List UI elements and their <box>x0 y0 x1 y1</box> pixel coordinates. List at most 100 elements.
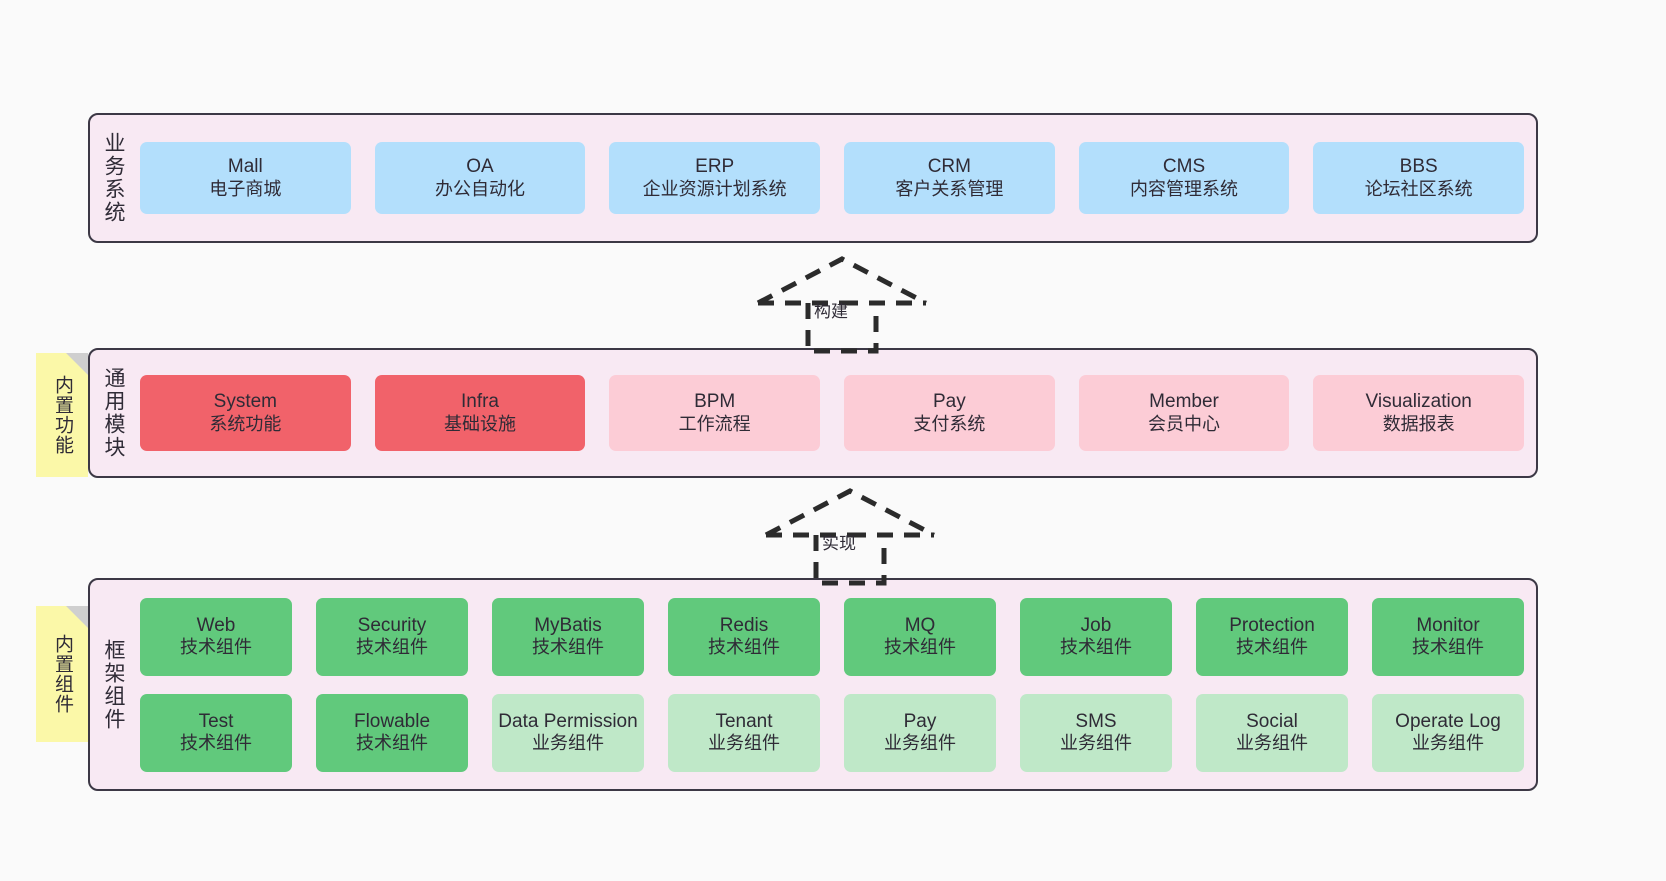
node-cms-cn: 内容管理系统 <box>1130 178 1239 199</box>
connector-implement: 实现 <box>760 487 940 586</box>
node-redis-cn: 技术组件 <box>708 637 780 658</box>
node-redis[interactable]: Redis 技术组件 <box>668 597 820 676</box>
node-visualization-cn: 数据报表 <box>1382 413 1455 434</box>
node-erp-en: ERP <box>695 156 735 178</box>
node-monitor-cn: 技术组件 <box>1412 637 1484 658</box>
layer-business-system: 业务系统 Mall 电子商城 OA 办公自动化 ERP 企业资源计划系统 CRM… <box>88 113 1538 243</box>
node-protection[interactable]: Protection 技术组件 <box>1196 597 1348 676</box>
node-social[interactable]: Social 业务组件 <box>1196 693 1348 772</box>
node-social-en: Social <box>1246 710 1298 732</box>
node-member-cn: 会员中心 <box>1148 413 1221 434</box>
node-crm[interactable]: CRM 客户关系管理 <box>844 142 1055 214</box>
node-infra-en: Infra <box>460 391 500 413</box>
node-system[interactable]: System 系统功能 <box>140 375 351 451</box>
sticky-note-builtin-components-label: 内置组件 <box>51 634 73 714</box>
node-mq-cn: 技术组件 <box>884 637 956 658</box>
node-infra-cn: 基础设施 <box>444 413 516 434</box>
node-bpm-cn: 工作流程 <box>678 413 751 434</box>
node-crm-cn: 客户关系管理 <box>895 178 1004 199</box>
node-test-en: Test <box>198 710 234 732</box>
node-flowable[interactable]: Flowable 技术组件 <box>316 693 468 772</box>
layer-common-body: System 系统功能 Infra 基础设施 BPM 工作流程 Pay 支付系统… <box>136 350 1536 476</box>
node-sms-cn: 业务组件 <box>1060 733 1132 754</box>
node-tenant-en: Tenant <box>715 710 773 732</box>
node-operate-log[interactable]: Operate Log 业务组件 <box>1372 693 1524 772</box>
node-test[interactable]: Test 技术组件 <box>140 693 292 772</box>
node-social-cn: 业务组件 <box>1236 733 1308 754</box>
sticky-note-builtin-features: 内置功能 <box>36 353 88 477</box>
node-job-en: Job <box>1080 614 1112 636</box>
implement-arrow-graphic <box>764 488 936 586</box>
node-bpm[interactable]: BPM 工作流程 <box>609 375 821 451</box>
node-cms-en: CMS <box>1162 156 1206 178</box>
sticky-note-builtin-features-label: 内置功能 <box>51 375 73 455</box>
node-redis-en: Redis <box>719 614 769 636</box>
node-bpm-en: BPM <box>694 391 736 413</box>
node-security-en: Security <box>357 614 427 636</box>
node-bbs[interactable]: BBS 论坛社区系统 <box>1313 142 1525 214</box>
node-tenant-cn: 业务组件 <box>708 733 780 754</box>
common-node-row: System 系统功能 Infra 基础设施 BPM 工作流程 Pay 支付系统… <box>140 375 1525 451</box>
node-mybatis-cn: 技术组件 <box>532 637 604 658</box>
node-member[interactable]: Member 会员中心 <box>1078 375 1290 451</box>
node-infra[interactable]: Infra 基础设施 <box>374 375 586 451</box>
node-cms[interactable]: CMS 内容管理系统 <box>1078 142 1290 214</box>
node-mq-en: MQ <box>904 614 936 636</box>
layer-framework-title: 框架组件 <box>102 638 126 731</box>
node-security[interactable]: Security 技术组件 <box>316 597 468 676</box>
node-mybatis-en: MyBatis <box>534 614 602 636</box>
node-pay-module-en: Pay <box>932 391 966 413</box>
node-job-cn: 技术组件 <box>1060 637 1132 658</box>
node-web-en: Web <box>196 614 236 636</box>
node-data-permission-en: Data Permission <box>498 710 638 732</box>
node-erp[interactable]: ERP 企业资源计划系统 <box>609 142 821 214</box>
node-data-permission[interactable]: Data Permission 业务组件 <box>492 693 644 772</box>
connector-build-label: 构建 <box>814 302 848 321</box>
node-monitor[interactable]: Monitor 技术组件 <box>1372 597 1524 676</box>
node-mybatis[interactable]: MyBatis 技术组件 <box>492 597 644 676</box>
build-arrow-graphic <box>756 256 928 354</box>
node-security-cn: 技术组件 <box>356 637 428 658</box>
node-web-cn: 技术组件 <box>180 637 252 658</box>
node-mall-en: Mall <box>227 156 263 178</box>
layer-business-title: 业务系统 <box>102 132 126 224</box>
framework-node-row-1: Web 技术组件 Security 技术组件 MyBatis 技术组件 Redi… <box>140 597 1524 676</box>
node-pay-component[interactable]: Pay 业务组件 <box>844 693 996 772</box>
node-pay-component-en: Pay <box>903 710 937 732</box>
node-mall[interactable]: Mall 电子商城 <box>140 142 351 214</box>
node-visualization[interactable]: Visualization 数据报表 <box>1313 375 1525 451</box>
node-operate-log-en: Operate Log <box>1395 710 1501 732</box>
layer-framework-body: Web 技术组件 Security 技术组件 MyBatis 技术组件 Redi… <box>136 580 1536 789</box>
node-web[interactable]: Web 技术组件 <box>140 597 292 676</box>
node-job[interactable]: Job 技术组件 <box>1020 597 1172 676</box>
node-member-en: Member <box>1149 391 1219 413</box>
layer-common-title: 通用模块 <box>102 367 126 459</box>
node-oa-cn: 办公自动化 <box>435 178 525 199</box>
node-sms-en: SMS <box>1075 710 1117 732</box>
business-node-row: Mall 电子商城 OA 办公自动化 ERP 企业资源计划系统 CRM 客户关系… <box>140 142 1525 214</box>
node-mall-cn: 电子商城 <box>209 178 282 199</box>
node-monitor-en: Monitor <box>1416 614 1480 636</box>
sticky-note-builtin-components: 内置组件 <box>36 606 88 742</box>
node-oa-en: OA <box>466 156 494 178</box>
connector-build: 构建 <box>752 255 932 354</box>
node-tenant[interactable]: Tenant 业务组件 <box>668 693 820 772</box>
node-protection-cn: 技术组件 <box>1236 637 1308 658</box>
node-bbs-en: BBS <box>1399 156 1438 178</box>
node-pay-module[interactable]: Pay 支付系统 <box>844 375 1055 451</box>
node-system-cn: 系统功能 <box>209 413 282 434</box>
node-crm-en: CRM <box>927 156 971 178</box>
layer-framework-components: 框架组件 Web 技术组件 Security 技术组件 MyBatis 技术组件… <box>88 578 1538 791</box>
node-sms[interactable]: SMS 业务组件 <box>1020 693 1172 772</box>
node-oa[interactable]: OA 办公自动化 <box>374 142 586 214</box>
node-test-cn: 技术组件 <box>180 733 252 754</box>
node-erp-cn: 企业资源计划系统 <box>642 178 787 199</box>
connector-implement-label: 实现 <box>822 534 856 553</box>
framework-node-row-2: Test 技术组件 Flowable 技术组件 Data Permission … <box>140 693 1524 772</box>
node-mq[interactable]: MQ 技术组件 <box>844 597 996 676</box>
node-pay-module-cn: 支付系统 <box>913 413 986 434</box>
layer-common-modules: 通用模块 System 系统功能 Infra 基础设施 BPM 工作流程 Pay… <box>88 348 1538 478</box>
node-bbs-cn: 论坛社区系统 <box>1364 178 1473 199</box>
layer-business-body: Mall 电子商城 OA 办公自动化 ERP 企业资源计划系统 CRM 客户关系… <box>136 115 1536 241</box>
node-flowable-cn: 技术组件 <box>356 733 428 754</box>
